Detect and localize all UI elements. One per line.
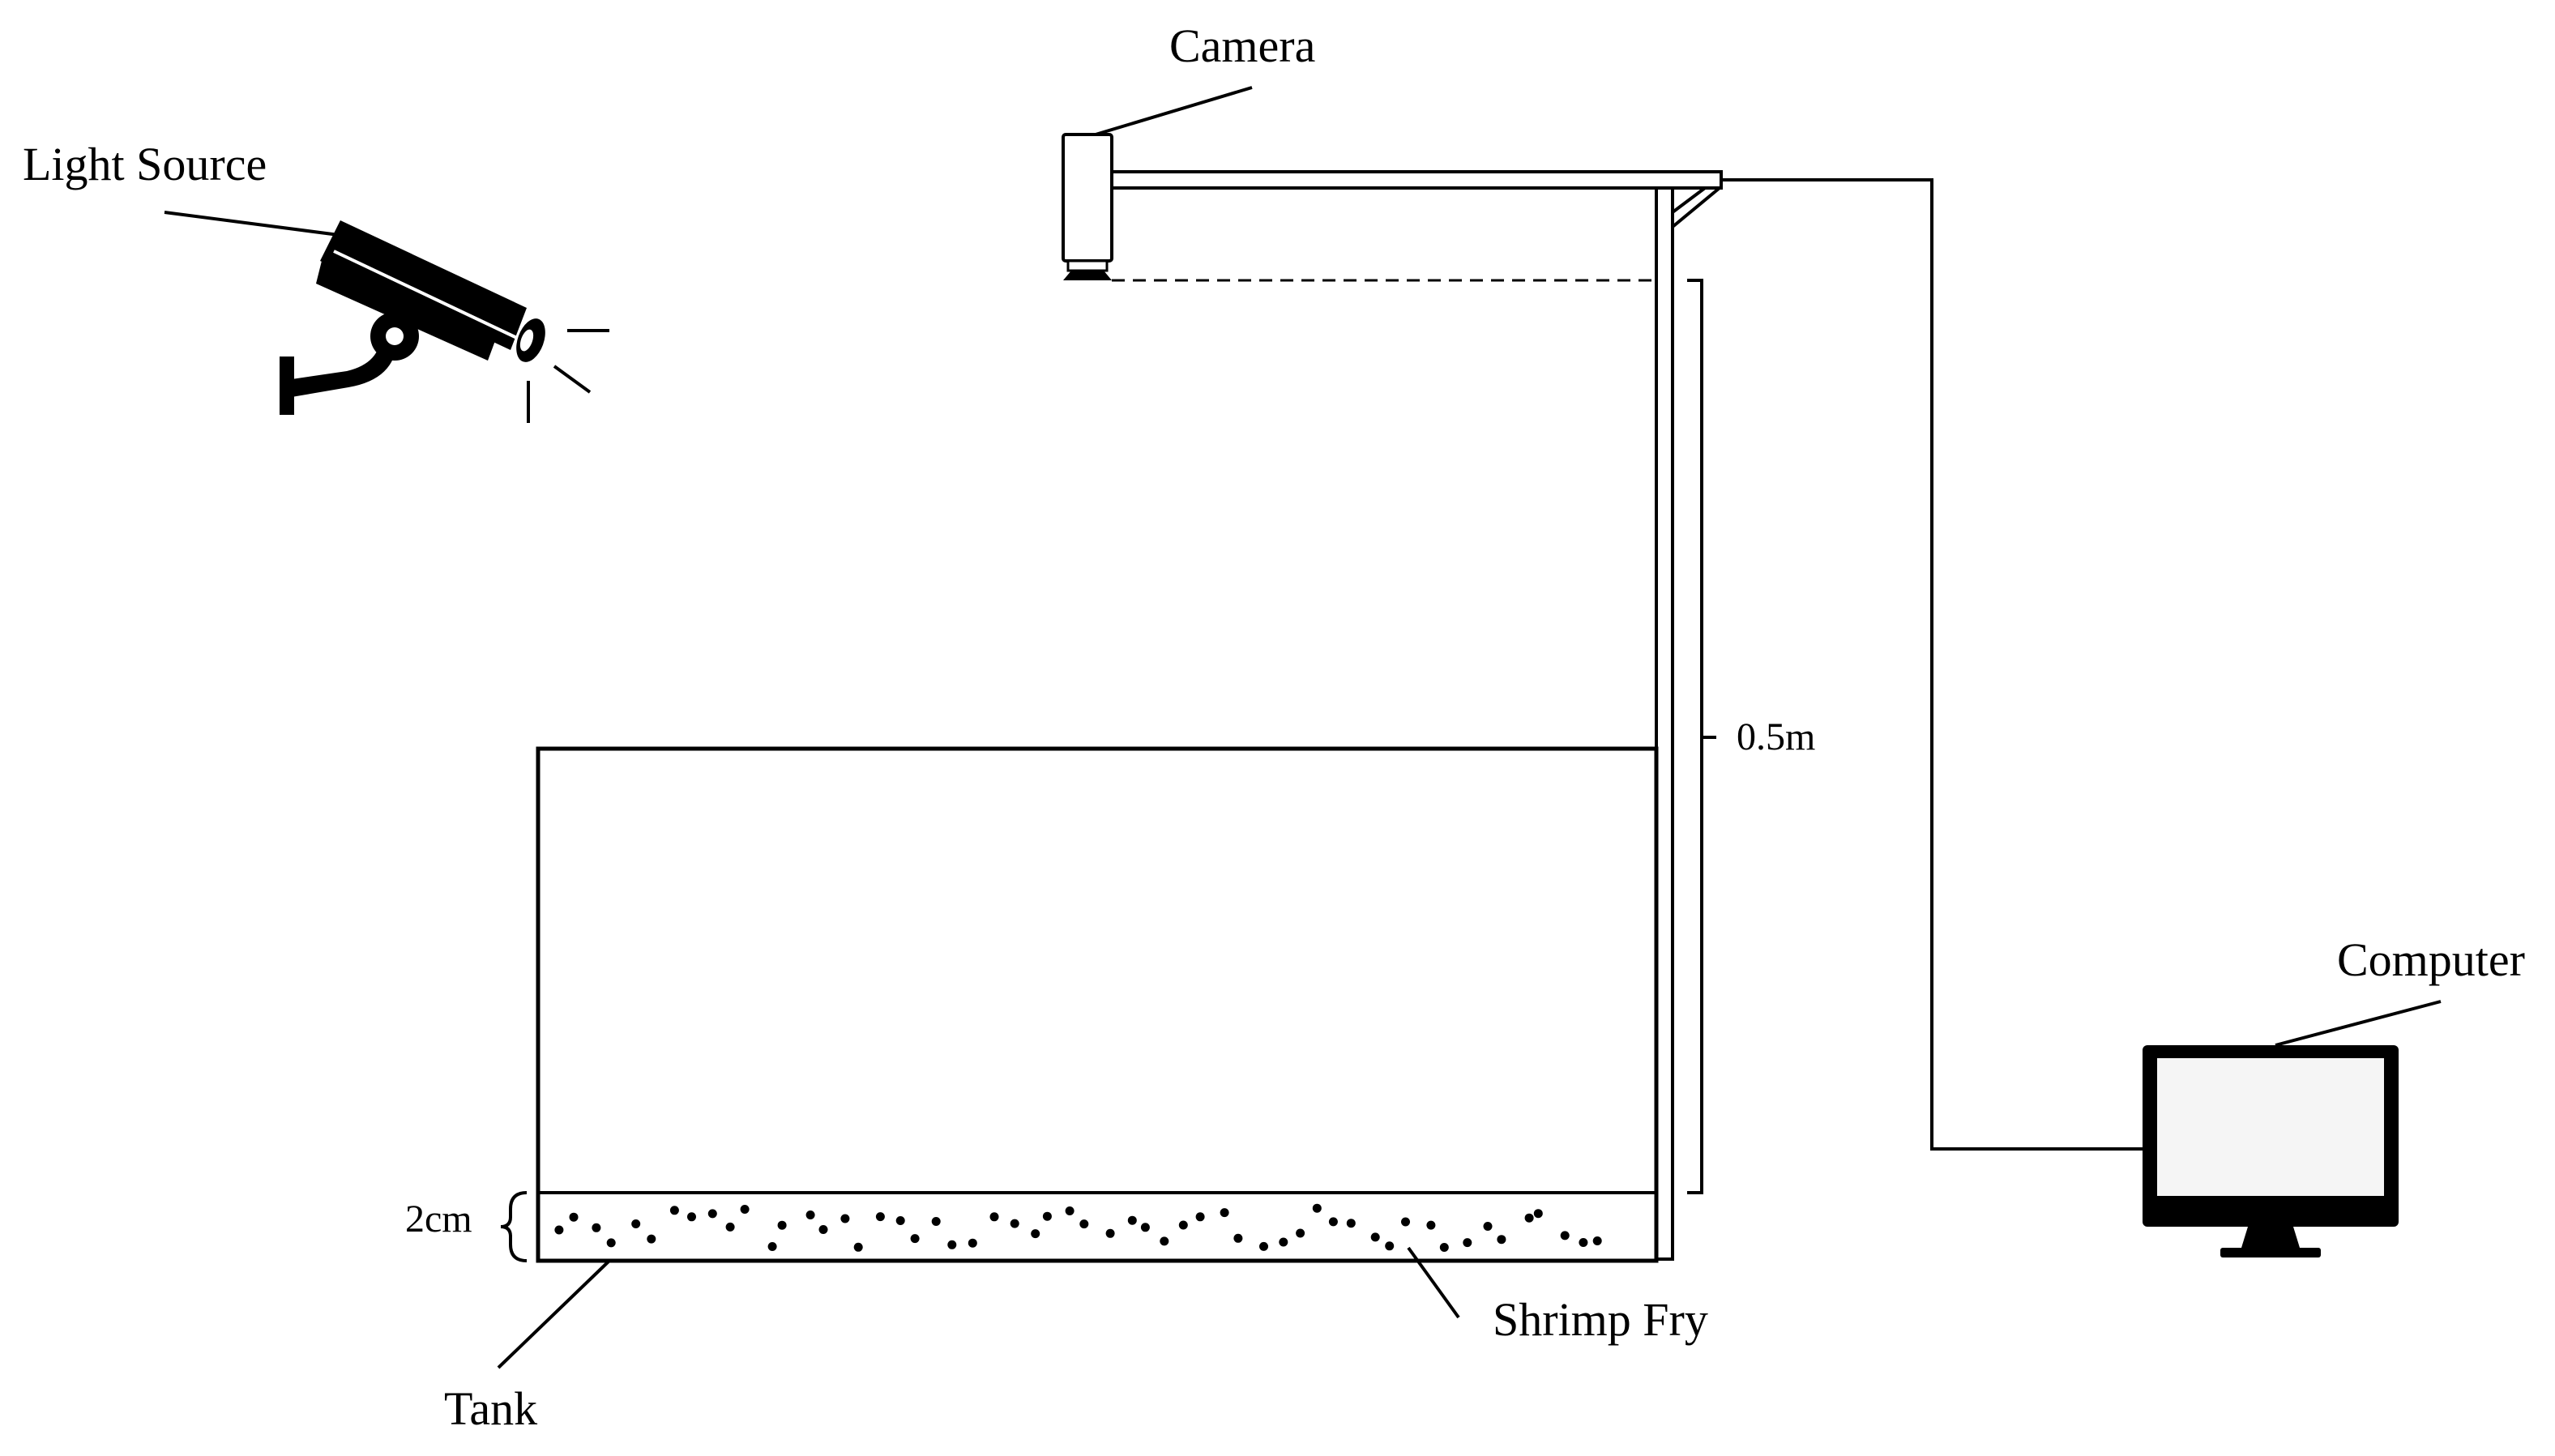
- shrimp-label: Shrimp Fry: [1493, 1293, 1708, 1346]
- shrimp-fry-dot: [1346, 1219, 1356, 1228]
- shrimp-fry-dot: [687, 1212, 696, 1222]
- shrimp-fry-dot: [631, 1219, 641, 1228]
- shrimp-fry-dot: [1328, 1217, 1338, 1227]
- shrimp-fry-dot: [592, 1223, 601, 1232]
- shrimp-fry-dot: [1296, 1228, 1305, 1238]
- light-source-label: Light Source: [23, 138, 267, 190]
- shrimp-fry-dot: [895, 1216, 905, 1225]
- shrimp-fry-dot: [910, 1234, 920, 1244]
- shrimp-leader: [1407, 1246, 1460, 1319]
- camera-label: Camera: [1169, 19, 1315, 72]
- light-source-leader: [164, 211, 340, 237]
- shrimp-fry-dot: [725, 1222, 735, 1232]
- shrimp-fry-dot: [1031, 1229, 1040, 1239]
- shrimp-fry-dot: [1385, 1241, 1395, 1251]
- shrimp-fry-dot: [767, 1242, 777, 1251]
- tank: [536, 746, 1659, 1263]
- shrimp-fry-dot: [968, 1238, 977, 1248]
- shrimp-fry-dot: [1220, 1208, 1229, 1218]
- shrimp-fry-dot: [989, 1212, 999, 1222]
- shrimp-fry-dot: [931, 1217, 941, 1226]
- shrimp-fry-dot: [1426, 1220, 1436, 1230]
- shrimp-fry-dot: [947, 1240, 957, 1249]
- shrimp-fry-dot: [554, 1225, 564, 1235]
- shrimp-fry-dot: [606, 1238, 616, 1248]
- light-source-icon: [280, 220, 609, 423]
- shrimp-fry-dot: [818, 1225, 828, 1234]
- height-label: 0.5m: [1737, 715, 1815, 758]
- shrimp-fry-dot: [1042, 1211, 1052, 1221]
- shrimp-fry-dot: [1279, 1237, 1288, 1247]
- tank-label: Tank: [444, 1382, 537, 1435]
- shrimp-fry-dot: [1533, 1209, 1543, 1219]
- shrimp-fry-dot: [1233, 1233, 1243, 1243]
- shrimp-fry-dot: [1010, 1219, 1019, 1228]
- shrimp-fry-dot: [1178, 1220, 1188, 1230]
- shrimp-fry-dot: [1439, 1243, 1449, 1252]
- shrimp-fry-dot: [1560, 1231, 1570, 1240]
- shrimp-fry-dot: [1463, 1238, 1472, 1248]
- data-cable: [1721, 178, 2143, 1151]
- depth-label: 2cm: [405, 1198, 472, 1240]
- shrimp-fry-dot: [1195, 1212, 1205, 1222]
- monitor-icon: [2143, 1045, 2399, 1257]
- shrimp-fry-dot: [707, 1209, 717, 1219]
- shrimp-fry-dot: [777, 1220, 787, 1230]
- camera-leader: [1095, 86, 1253, 136]
- shrimp-fry-dot: [1483, 1222, 1493, 1231]
- camera-icon: [1062, 133, 1113, 280]
- computer-leader: [2275, 1000, 2442, 1047]
- shrimp-fry-dot: [669, 1206, 679, 1215]
- shrimp-fry-dot: [1524, 1213, 1534, 1223]
- shrimp-fry-dot: [805, 1210, 815, 1219]
- shrimp-fry-dot: [1105, 1228, 1115, 1238]
- shrimp-fry-dot: [1312, 1203, 1322, 1213]
- shrimp-fry-dot: [1259, 1241, 1268, 1251]
- height-bracket: [1687, 279, 1703, 1194]
- shrimp-fry-dot: [1370, 1232, 1380, 1242]
- shrimp-fry-dot: [1579, 1238, 1588, 1247]
- shrimp-fry-dot: [840, 1214, 850, 1223]
- shrimp-fry: [554, 1203, 1602, 1252]
- tank-leader: [497, 1259, 611, 1369]
- computer-label: Computer: [2337, 933, 2525, 986]
- shrimp-fry-dot: [740, 1205, 750, 1214]
- shrimp-fry-dot: [853, 1242, 863, 1252]
- shrimp-fry-dot: [1065, 1206, 1075, 1215]
- shrimp-fry-dot: [1127, 1215, 1137, 1225]
- shrimp-fry-dot: [875, 1212, 885, 1222]
- shrimp-fry-dot: [1401, 1217, 1410, 1227]
- shrimp-fry-dot: [1497, 1235, 1506, 1245]
- shrimp-fry-dot: [569, 1212, 579, 1222]
- shrimp-fry-dot: [647, 1234, 656, 1244]
- depth-brace: [500, 1191, 528, 1262]
- shrimp-fry-dot: [1079, 1219, 1089, 1229]
- shrimp-fry-dot: [1592, 1236, 1602, 1245]
- shrimp-fry-dot: [1140, 1223, 1150, 1232]
- shrimp-fry-dot: [1160, 1236, 1169, 1246]
